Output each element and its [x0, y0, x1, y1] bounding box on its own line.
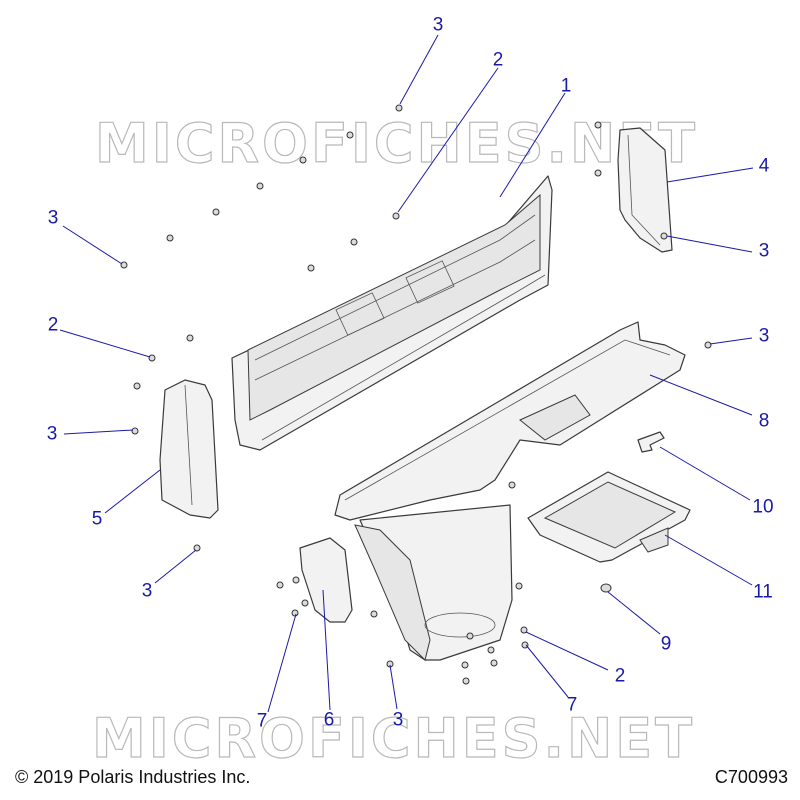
callout-2: 2 [614, 665, 626, 687]
callout-1: 1 [560, 75, 572, 97]
watermark-top: MICROFICHES.NET [95, 112, 698, 175]
callout-3: 3 [392, 709, 404, 731]
clip-part [637, 431, 665, 453]
drawing-id: C700993 [714, 767, 788, 787]
callout-10: 10 [752, 496, 774, 518]
callout-3: 3 [758, 240, 770, 262]
callout-3: 3 [47, 207, 59, 229]
callout-11: 11 [753, 581, 773, 603]
callout-8: 8 [758, 410, 770, 432]
callout-3: 3 [758, 325, 770, 347]
floor-liner-part [334, 321, 686, 521]
callout-2: 2 [47, 314, 59, 336]
callout-3: 3 [141, 580, 153, 602]
right-side-panel-part [617, 127, 673, 253]
left-side-panel-part [159, 379, 219, 519]
storage-tub-part [354, 504, 513, 661]
callout-6: 6 [323, 709, 335, 731]
callout-3: 3 [432, 14, 444, 36]
fasteners [120, 104, 712, 685]
callout-3: 3 [46, 423, 58, 445]
tray-part [527, 471, 691, 563]
rear-panel-part [231, 175, 553, 451]
pad-part [299, 537, 353, 623]
watermark-bottom: MICROFICHES.NET [92, 707, 695, 770]
copyright-notice: © 2019 Polaris Industries Inc. [15, 767, 251, 787]
callout-4: 4 [758, 155, 770, 177]
callout-2: 2 [492, 49, 504, 71]
callout-7: 7 [256, 710, 268, 732]
callout-7: 7 [566, 694, 578, 716]
callout-5: 5 [91, 508, 103, 530]
grommet-part [600, 583, 612, 593]
leader-lines [59, 34, 754, 713]
callout-9: 9 [660, 633, 672, 655]
